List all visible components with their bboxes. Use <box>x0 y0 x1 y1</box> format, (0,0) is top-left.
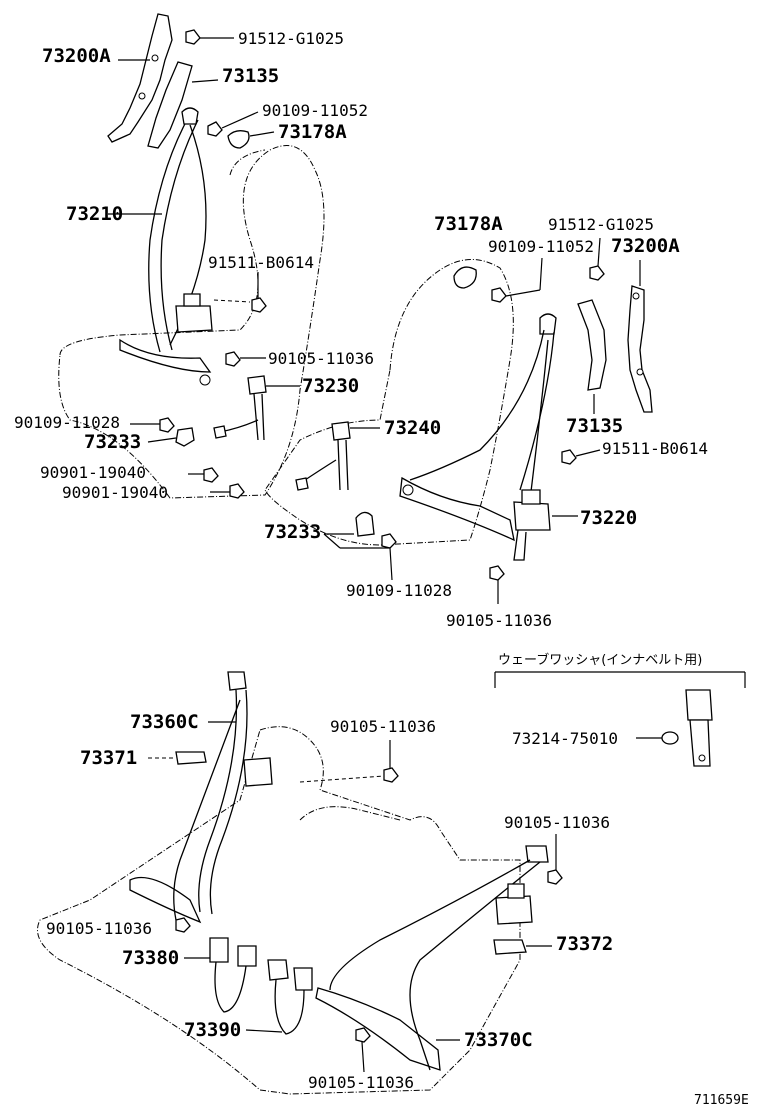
labels-rear: ウェーブワッシャ(インナベルト用) 73214-75010 73360C 901… <box>46 652 702 1092</box>
label-wave-washer-note: ウェーブワッシャ(インナベルト用) <box>498 652 702 668</box>
cover-73233-right <box>355 511 375 537</box>
label-90105-rear-top: 90105-11036 <box>330 717 436 736</box>
label-73233-right: 73233 <box>264 521 321 543</box>
buckle-73390 <box>245 959 313 1035</box>
label-73360c: 73360C <box>130 711 199 733</box>
bolt-90105-left-front <box>225 351 266 367</box>
label-90901-b: 90901-19040 <box>62 483 168 502</box>
label-90105-left: 90105-11036 <box>268 349 374 368</box>
belt-73360c <box>129 671 273 924</box>
label-73135-right: 73135 <box>566 415 623 437</box>
belt-73370c <box>315 845 549 1071</box>
belt-73210 <box>119 107 213 386</box>
label-73220: 73220 <box>580 507 637 529</box>
bolt-91511-left <box>213 272 267 313</box>
label-90109-11028-left: 90109-11028 <box>14 413 120 432</box>
bolt-90109-11052-right <box>491 257 543 303</box>
label-90105-right: 90105-11036 <box>446 611 552 630</box>
cover-73178a-right <box>453 266 477 289</box>
label-73200a-left: 73200A <box>42 45 111 67</box>
label-73214: 73214-75010 <box>512 729 618 748</box>
buckle-73240 <box>295 421 380 491</box>
bolt-90105-rear-right <box>547 834 563 885</box>
anchor-plate-73200a-left <box>107 13 173 143</box>
cover-73178a-left <box>227 130 275 149</box>
label-73371: 73371 <box>80 747 137 769</box>
label-73135-left: 73135 <box>222 65 279 87</box>
cover-73372 <box>493 939 552 955</box>
rear-seat-outline <box>37 726 521 1095</box>
bolt-90105-right-front <box>489 565 505 604</box>
bolt-91512-left <box>185 29 234 45</box>
cover-73371 <box>148 751 207 765</box>
label-73390: 73390 <box>184 1019 241 1041</box>
labels-front-left: 73200A 91512-G1025 73135 90109-11052 731… <box>14 29 374 502</box>
label-73233-left: 73233 <box>84 431 141 453</box>
label-91512-left: 91512-G1025 <box>238 29 344 48</box>
buckle-73230 <box>213 375 300 441</box>
bolt-90105-rear-bottom <box>355 1027 460 1073</box>
bolt-91512-right <box>589 237 605 281</box>
label-90105-rear-left: 90105-11036 <box>46 919 152 938</box>
label-73240: 73240 <box>384 417 441 439</box>
label-73230: 73230 <box>302 375 359 397</box>
label-90109-11052-left: 90109-11052 <box>262 101 368 120</box>
labels-front-right: 73178A 91512-G1025 90109-11052 73200A 73… <box>264 213 708 630</box>
buckle-73380 <box>184 937 257 1013</box>
label-91511-left: 91511-B0614 <box>208 253 314 272</box>
bolt-90109-11028-left <box>130 417 175 433</box>
label-90109-11028-right: 90109-11028 <box>346 581 452 600</box>
label-73372: 73372 <box>556 933 613 955</box>
bolt-90105-rear-top <box>299 740 399 783</box>
label-91511-right: 91511-B0614 <box>602 439 708 458</box>
anchor-plate-73200a-right <box>627 260 653 413</box>
bolt-90901-a <box>188 467 219 483</box>
label-90901-a: 90901-19040 <box>40 463 146 482</box>
label-90105-rear-right: 90105-11036 <box>504 813 610 832</box>
wave-washer-box <box>494 671 746 767</box>
bolt-90109-11028-right <box>323 533 397 581</box>
label-73200a-right: 73200A <box>611 235 680 257</box>
front-right-seat-outline <box>264 259 514 546</box>
pillar-cover-73135-left <box>147 61 193 149</box>
bolt-90105-rear-left <box>175 917 191 933</box>
pillar-cover-73135-right <box>577 299 607 414</box>
bolt-91511-right <box>561 449 601 465</box>
cover-73233-left <box>147 427 195 447</box>
label-73210: 73210 <box>66 203 123 225</box>
label-73380: 73380 <box>122 947 179 969</box>
label-73178a-left: 73178A <box>278 121 347 143</box>
label-90109-11052-right: 90109-11052 <box>488 237 594 256</box>
leader-73135-left <box>191 79 219 83</box>
bolt-90901-b <box>210 483 245 499</box>
figure-id: 711659E <box>694 1093 749 1108</box>
label-73178a-right: 73178A <box>434 213 503 235</box>
bolt-90109-11052-left <box>207 111 259 137</box>
belt-73220 <box>399 313 578 561</box>
label-73370c: 73370C <box>464 1029 533 1051</box>
label-90105-rear-bottom: 90105-11036 <box>308 1073 414 1092</box>
label-91512-right: 91512-G1025 <box>548 215 654 234</box>
